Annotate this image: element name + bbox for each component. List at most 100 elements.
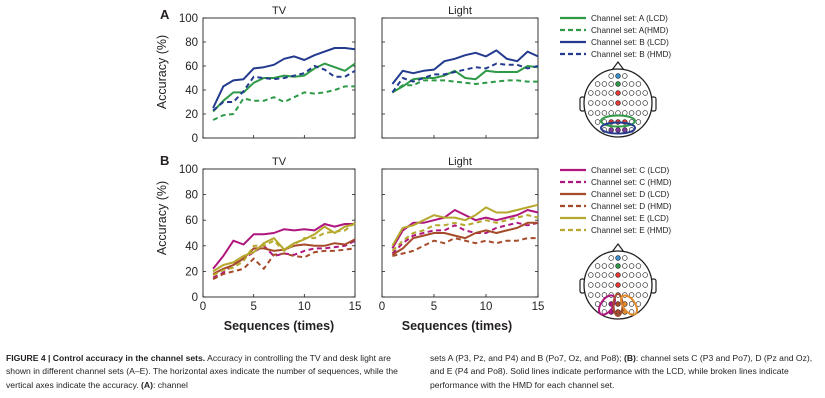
electrode-dot <box>601 282 608 288</box>
electrode-dot <box>622 110 628 116</box>
electrode-dot <box>588 272 594 278</box>
y-tick-label: 100 <box>179 13 198 25</box>
electrode-dot <box>615 309 621 315</box>
electrode-dot <box>622 127 628 133</box>
xlabel-light-b: Sequences (times) <box>402 319 512 333</box>
series-line-4 <box>212 247 356 280</box>
electrode-dot <box>628 282 635 288</box>
electrode-dot <box>594 90 601 96</box>
series-line-4 <box>392 237 538 257</box>
series-line-2 <box>212 85 355 121</box>
plot-frame <box>381 168 539 298</box>
x-tick-label: 15 <box>349 301 362 313</box>
electrode-grid <box>588 73 648 133</box>
series-line-6 <box>391 214 539 252</box>
legend-label: Channel set: D (LCD) <box>591 190 670 199</box>
electrode-dot <box>594 110 601 116</box>
electrode-dot <box>628 301 635 307</box>
electrode-dot <box>642 110 648 116</box>
series-line-1 <box>212 62 356 113</box>
electrode-dot <box>594 272 601 278</box>
electrode-dot <box>594 81 601 87</box>
caption-text-right-head: sets A (P3, Pz, and P4) and B (Po7, Oz, … <box>430 353 622 363</box>
electrode-dot <box>642 90 648 96</box>
legend-label: Channel set: E (LCD) <box>591 214 669 223</box>
legend-label: Channel set: B (LCD) <box>591 38 669 47</box>
chart-title: TV <box>272 156 287 168</box>
y-tick-label: 40 <box>185 241 198 253</box>
y-tick-label: 20 <box>185 266 198 278</box>
series-line-2 <box>391 79 538 94</box>
electrode-dot <box>628 292 635 298</box>
electrode-head-map-b <box>579 243 657 320</box>
electrode-dot <box>588 282 594 288</box>
electrode-dot <box>615 282 621 288</box>
electrode-dot <box>608 272 614 278</box>
electrode-dot <box>608 81 614 87</box>
electrode-dot <box>615 90 621 96</box>
electrode-dot <box>588 292 594 298</box>
plot-frame <box>381 17 539 139</box>
figure-4: A B Accuracy (%) Accuracy (%) Sequences … <box>155 5 672 333</box>
electrode-dot <box>588 90 594 96</box>
series-line-3 <box>212 47 356 109</box>
electrode-dot <box>622 90 628 96</box>
xlabel-tv-b: Sequences (times) <box>224 319 334 333</box>
electrode-dot <box>628 81 635 87</box>
caption-text-left-tail: : channel <box>152 379 188 390</box>
series-line-6 <box>212 222 356 277</box>
x-tick-label: 10 <box>480 301 493 313</box>
caption-text-left: Accuracy in controlling the TV and desk … <box>6 353 398 390</box>
electrode-dot <box>615 272 621 278</box>
caption-ref-a: (A) <box>141 379 153 390</box>
electrode-dot <box>628 272 635 278</box>
series-line-5 <box>391 203 539 247</box>
electrode-dot <box>615 255 621 261</box>
electrode-dot <box>635 100 642 106</box>
electrode-dot <box>635 110 642 116</box>
series-line-1 <box>391 65 539 94</box>
caption-text-right-tail: : channel sets C (P3 and Po7), D (Pz and… <box>430 353 813 390</box>
x-tick-label: 0 <box>379 301 385 313</box>
electrode-dot <box>635 263 642 269</box>
electrode-dot <box>601 110 608 116</box>
channel-set-a-highlight <box>600 114 636 128</box>
electrode-dot <box>635 119 642 125</box>
electrode-grid <box>588 255 648 315</box>
electrode-dot <box>594 263 601 269</box>
electrode-dot <box>642 272 648 278</box>
x-tick-label: 15 <box>532 301 545 313</box>
electrode-dot <box>608 90 614 96</box>
chart-title: Light <box>448 156 472 168</box>
electrode-dot <box>615 81 621 87</box>
electrode-dot <box>588 100 594 106</box>
y-tick-label: 60 <box>185 61 198 73</box>
electrode-dot <box>642 282 648 288</box>
electrode-dot <box>608 255 614 261</box>
electrode-dot <box>622 100 628 106</box>
electrode-dot <box>635 81 642 87</box>
electrode-dot <box>601 272 608 278</box>
electrode-dot <box>601 292 608 298</box>
electrode-dot <box>622 282 628 288</box>
electrode-dot <box>628 263 635 269</box>
y-tick-label: 0 <box>192 133 198 145</box>
electrode-dot <box>594 100 601 106</box>
chart-title: Light <box>448 5 472 17</box>
ylabel-panel-b: Accuracy (%) <box>155 181 169 255</box>
electrode-dot <box>601 100 608 106</box>
electrode-dot <box>615 127 621 133</box>
x-tick-label: 5 <box>250 301 256 313</box>
electrode-dot <box>608 110 614 116</box>
electrode-dot <box>608 73 614 79</box>
electrode-dot <box>588 110 594 116</box>
channel-set-e-highlight <box>620 294 638 316</box>
electrode-dot <box>601 81 608 87</box>
panel-label-a: A <box>160 7 170 22</box>
electrode-head-map-a <box>579 61 657 138</box>
ylabel-panel-a: Accuracy (%) <box>155 35 169 109</box>
legend-label: Channel set: C (LCD) <box>591 166 670 175</box>
electrode-dot <box>608 127 614 133</box>
